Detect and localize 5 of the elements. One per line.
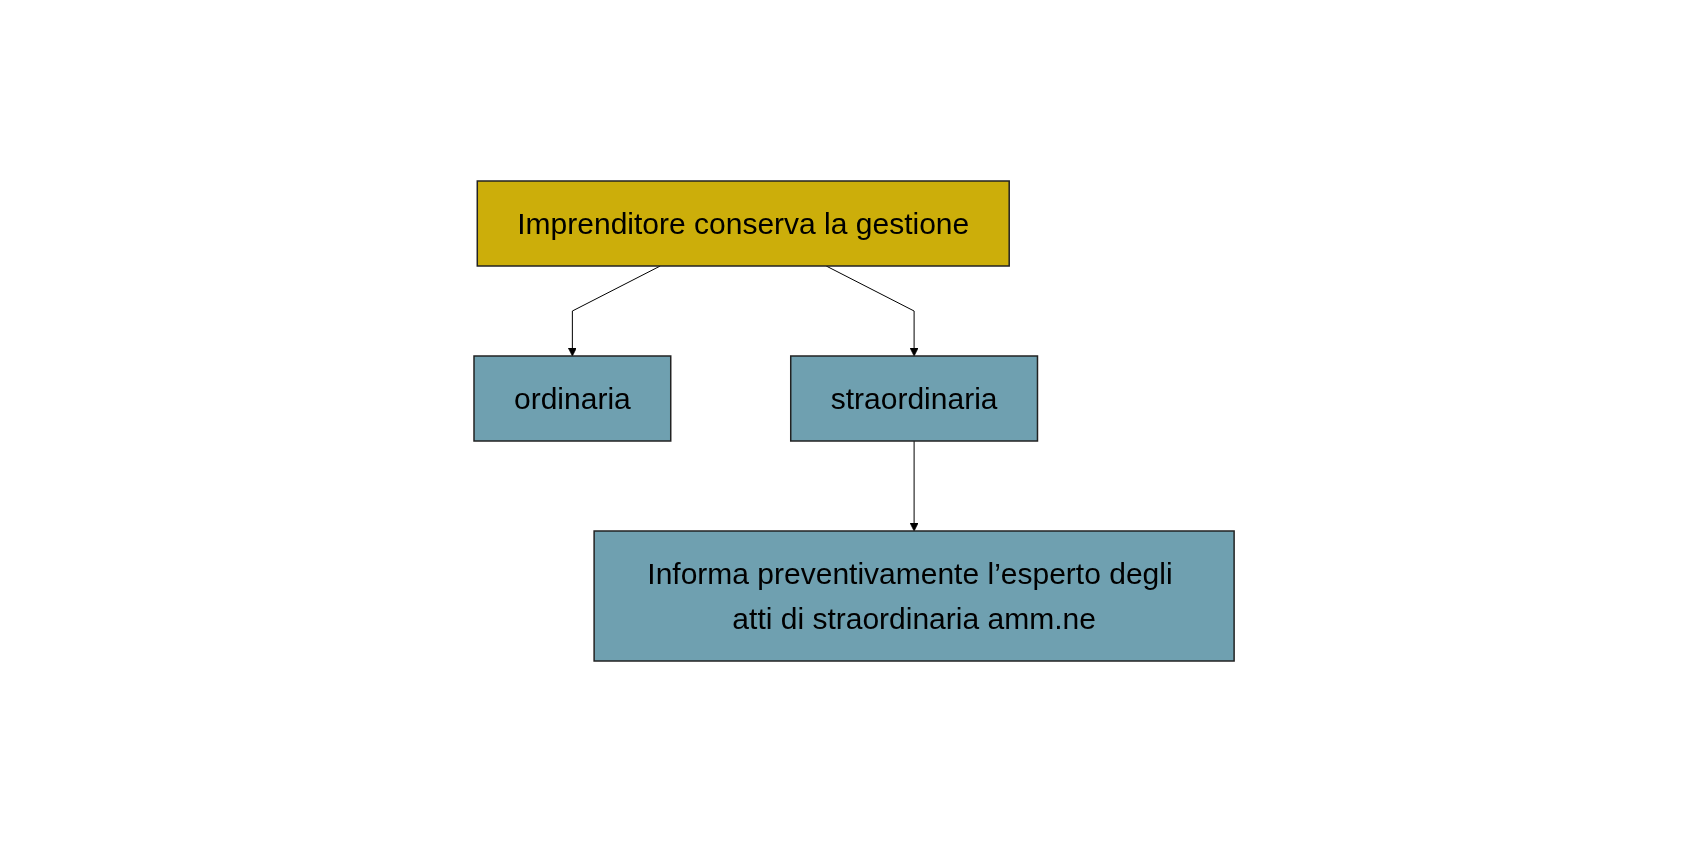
node-box: straordinaria [789,355,1039,442]
node-box: Informa preventivamente l’esperto degli atti di straordinaria amm.ne [593,530,1235,662]
node-box: ordinaria [473,355,672,442]
arrow [909,440,919,532]
node-box: Imprenditore conserva la gestione [476,180,1010,267]
